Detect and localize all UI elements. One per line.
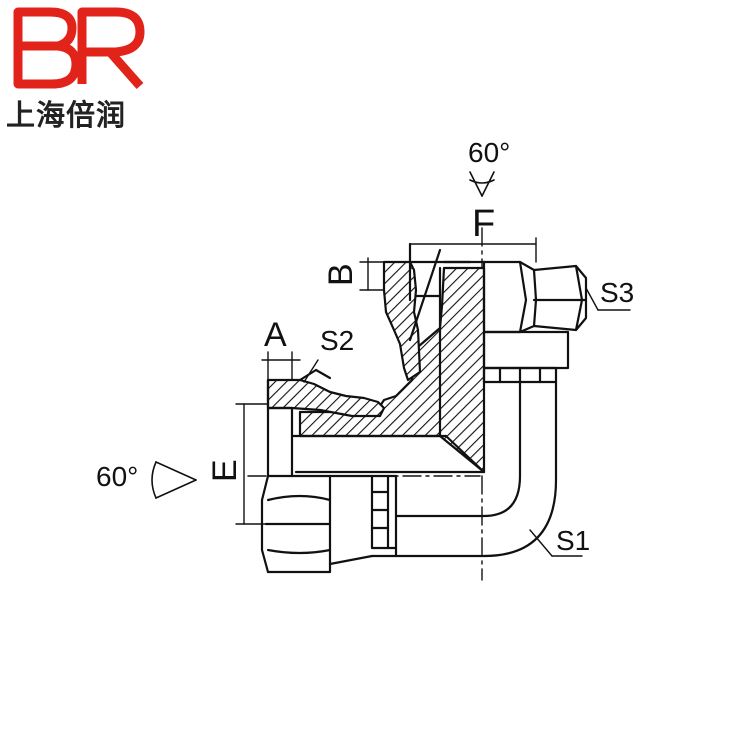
angle-symbol-top <box>469 171 495 197</box>
angle-left-label: 60° <box>96 461 138 492</box>
label-s3: S3 <box>600 277 634 308</box>
label-s2: S2 <box>320 325 354 356</box>
company-name: 上海倍润 <box>6 98 127 132</box>
dimension-lines <box>235 237 631 557</box>
logo-letter-r <box>77 7 145 89</box>
elbow-body <box>290 266 486 474</box>
upper-nut-flats <box>442 260 486 332</box>
dimension-b-label: B <box>322 263 360 286</box>
left-swivel-nut-s2 <box>266 368 386 478</box>
dimension-a-label: A <box>264 316 287 354</box>
left-hex-nut <box>260 474 398 574</box>
angle-symbol-left <box>151 461 197 499</box>
lower-sleeve <box>370 474 398 558</box>
right-sleeve <box>482 330 570 384</box>
hex-nut-s3 <box>482 260 588 334</box>
label-s1: S1 <box>556 525 590 556</box>
angle-top-label: 60° <box>468 137 510 168</box>
dimension-e-label: E <box>206 459 244 482</box>
logo-letter-b <box>13 7 81 89</box>
company-logo <box>13 7 145 89</box>
bent-tube-s1 <box>394 380 558 558</box>
dimension-f-label: F <box>472 203 495 245</box>
